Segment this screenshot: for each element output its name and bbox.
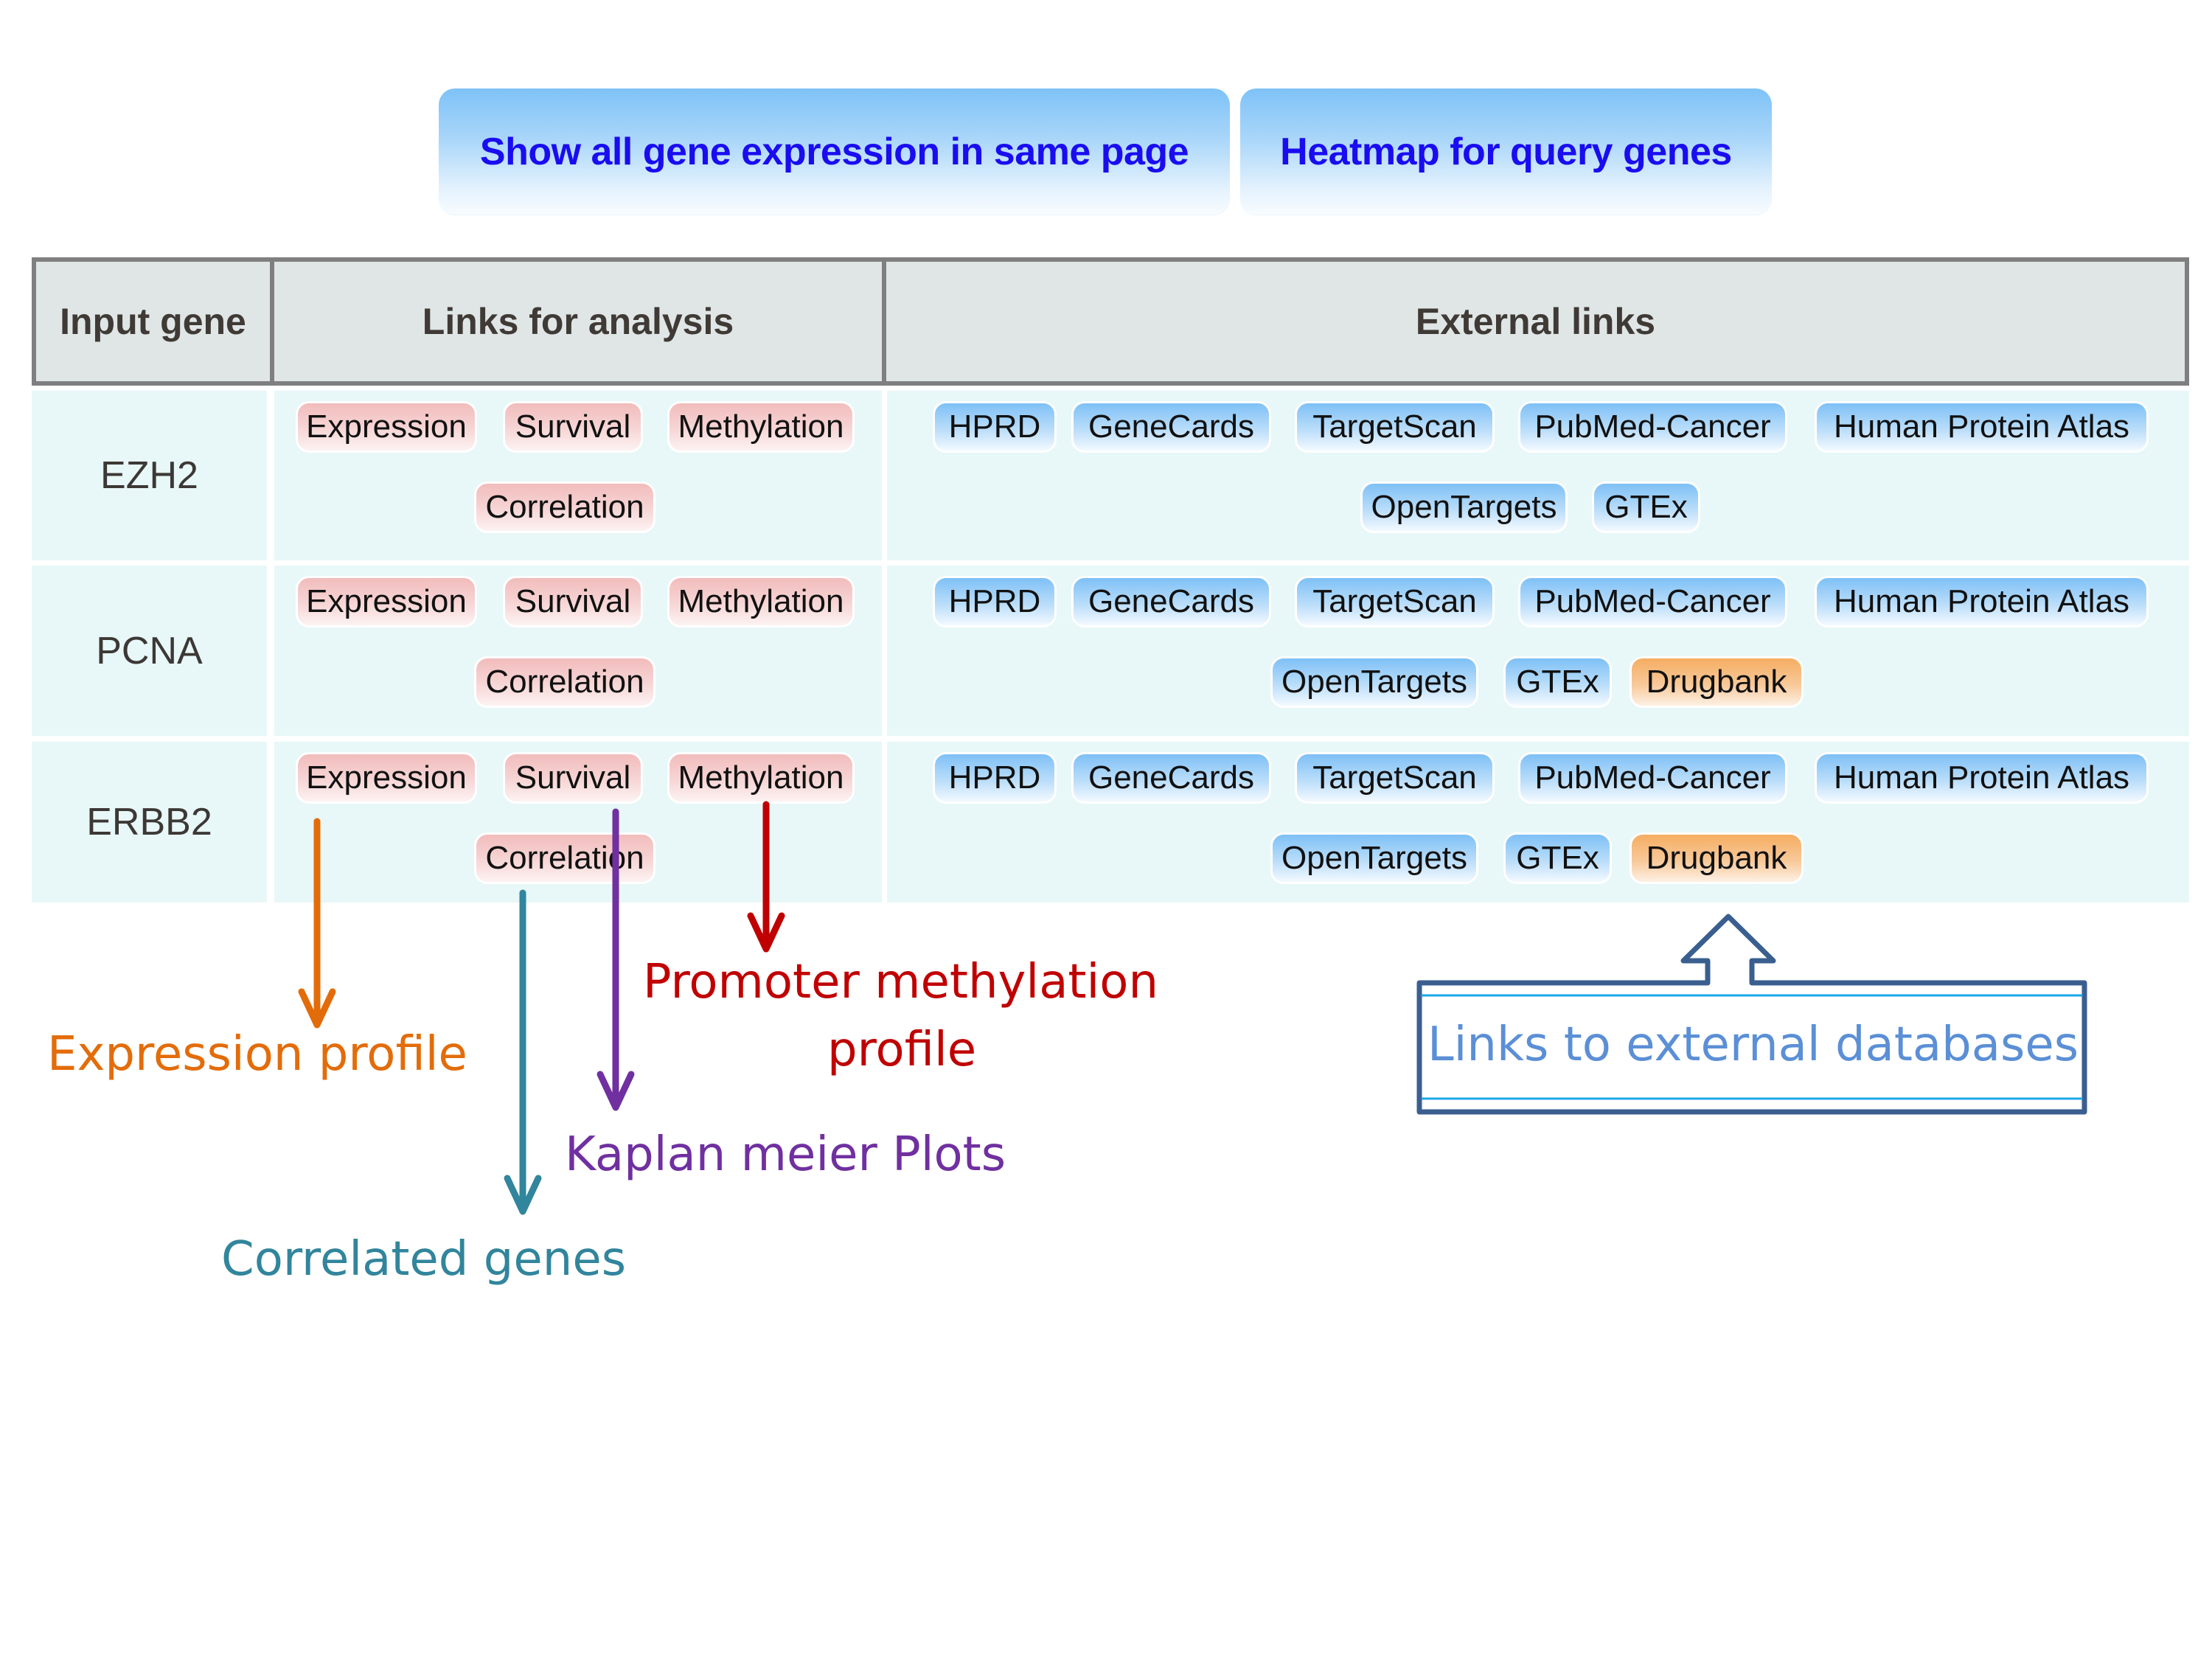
- external-databases-label: Links to external databases: [1427, 1018, 2079, 1072]
- correlated-genes-label: Correlated genes: [221, 1232, 627, 1287]
- methylation-link-button[interactable]: Methylation: [667, 401, 855, 453]
- methylation-link-button[interactable]: Methylation: [667, 752, 855, 804]
- expression-link-button[interactable]: Expression: [296, 401, 477, 453]
- opentargets-link-button[interactable]: OpenTargets: [1270, 656, 1478, 708]
- expression-arrow-head: [298, 988, 336, 1029]
- correlation-arrow-head: [504, 1175, 542, 1215]
- gtex-link-button[interactable]: GTEx: [1503, 656, 1612, 708]
- human-protein-atlas-link-button[interactable]: Human Protein Atlas: [1815, 752, 2149, 804]
- heatmap-button[interactable]: Heatmap for query genes: [1240, 88, 1772, 215]
- human-protein-atlas-link-button[interactable]: Human Protein Atlas: [1815, 576, 2149, 627]
- genecards-link-button[interactable]: GeneCards: [1071, 752, 1271, 804]
- heatmap-label: Heatmap for query genes: [1280, 130, 1732, 173]
- drugbank-link-button[interactable]: Drugbank: [1630, 832, 1804, 884]
- methylation-link-button[interactable]: Methylation: [667, 576, 855, 627]
- correlation-link-button[interactable]: Correlation: [474, 656, 655, 708]
- expression-profile-label: Expression profile: [47, 1027, 467, 1082]
- opentargets-link-button[interactable]: OpenTargets: [1360, 481, 1568, 533]
- expression-link-button[interactable]: Expression: [296, 576, 477, 627]
- header-links-analysis-label: Links for analysis: [422, 301, 734, 342]
- human-protein-atlas-link-button[interactable]: Human Protein Atlas: [1815, 401, 2149, 453]
- promoter-methylation-label-line2: profile: [827, 1023, 977, 1077]
- kaplan-meier-label: Kaplan meier Plots: [565, 1127, 1006, 1182]
- show-all-expression-button[interactable]: Show all gene expression in same page: [439, 88, 1230, 215]
- gene-cell: EZH2: [32, 391, 267, 560]
- pubmed-cancer-link-button[interactable]: PubMed-Cancer: [1518, 401, 1787, 453]
- targetscan-link-button[interactable]: TargetScan: [1295, 576, 1495, 627]
- correlation-link-button[interactable]: Correlation: [474, 481, 655, 533]
- promoter-methylation-label-line1: Promoter methylation: [643, 955, 1158, 1009]
- show-all-expression-label: Show all gene expression in same page: [479, 130, 1189, 173]
- pubmed-cancer-link-button[interactable]: PubMed-Cancer: [1518, 576, 1787, 627]
- header-input-gene: Input gene: [32, 257, 274, 386]
- hprd-link-button[interactable]: HPRD: [933, 576, 1057, 627]
- survival-link-button[interactable]: Survival: [503, 576, 643, 627]
- gene-name: EZH2: [100, 454, 198, 497]
- header-external-links: External links: [882, 257, 2189, 386]
- expression-link-button[interactable]: Expression: [296, 752, 477, 804]
- gene-name: ERBB2: [86, 801, 212, 844]
- gtex-link-button[interactable]: GTEx: [1592, 481, 1700, 533]
- hprd-link-button[interactable]: HPRD: [933, 401, 1057, 453]
- survival-arrow-head: [597, 1071, 635, 1111]
- genecards-link-button[interactable]: GeneCards: [1071, 401, 1271, 453]
- gene-results-table: Input gene Links for analysis External l…: [32, 257, 2189, 912]
- survival-link-button[interactable]: Survival: [503, 752, 643, 804]
- header-external-links-label: External links: [1415, 301, 1656, 342]
- pubmed-cancer-link-button[interactable]: PubMed-Cancer: [1518, 752, 1787, 804]
- gene-name: PCNA: [96, 629, 203, 672]
- gene-cell: ERBB2: [32, 742, 267, 902]
- survival-link-button[interactable]: Survival: [503, 401, 643, 453]
- methylation-arrow-head: [747, 912, 785, 953]
- opentargets-link-button[interactable]: OpenTargets: [1270, 832, 1478, 884]
- hprd-link-button[interactable]: HPRD: [933, 752, 1057, 804]
- drugbank-link-button[interactable]: Drugbank: [1630, 656, 1804, 708]
- targetscan-link-button[interactable]: TargetScan: [1295, 401, 1495, 453]
- gtex-link-button[interactable]: GTEx: [1503, 832, 1612, 884]
- genecards-link-button[interactable]: GeneCards: [1071, 576, 1271, 627]
- external-callout-box: [1416, 914, 2087, 1115]
- gene-cell: PCNA: [32, 566, 267, 736]
- targetscan-link-button[interactable]: TargetScan: [1295, 752, 1495, 804]
- header-input-gene-label: Input gene: [60, 301, 246, 342]
